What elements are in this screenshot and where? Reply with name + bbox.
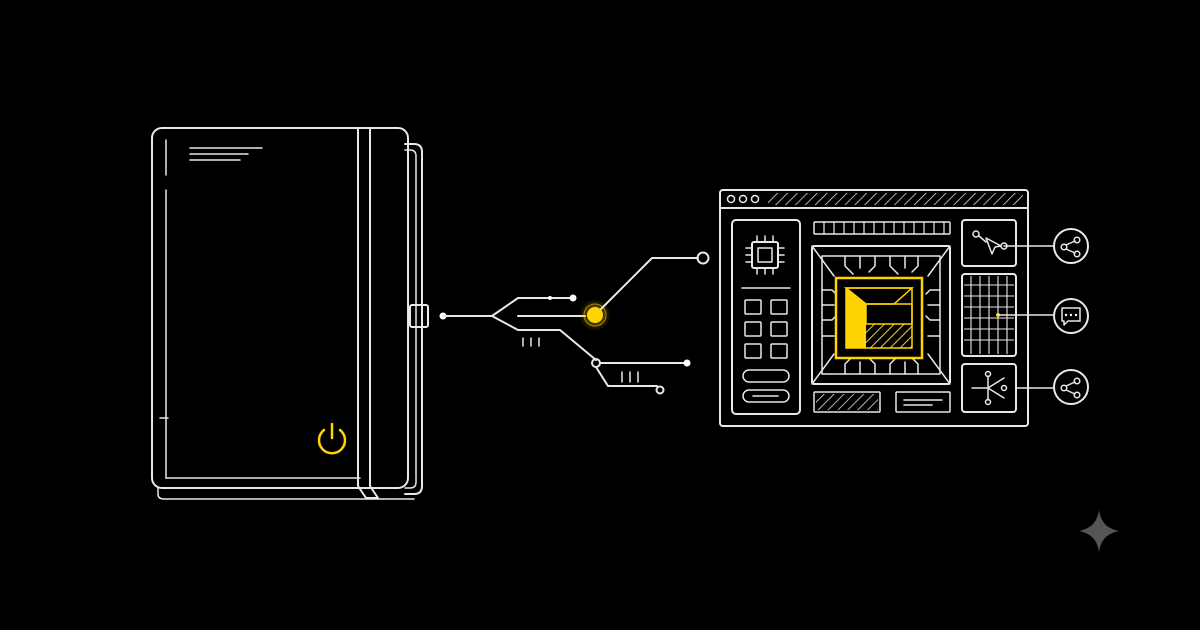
power-icon	[317, 422, 347, 455]
cursor-icon	[972, 230, 1008, 255]
circuit-connector	[439, 251, 710, 395]
share-icon-2	[1053, 369, 1089, 405]
notebook-icon	[151, 127, 429, 500]
chip-icon	[745, 235, 785, 275]
share-icon	[1053, 228, 1089, 264]
sparkle-icon	[1079, 510, 1119, 552]
chat-bubble-icon	[1053, 298, 1089, 334]
app-grid-icon	[744, 299, 788, 359]
processor-chip	[811, 245, 951, 385]
browser-window	[719, 189, 1055, 427]
network-tree-icon	[971, 370, 1008, 406]
